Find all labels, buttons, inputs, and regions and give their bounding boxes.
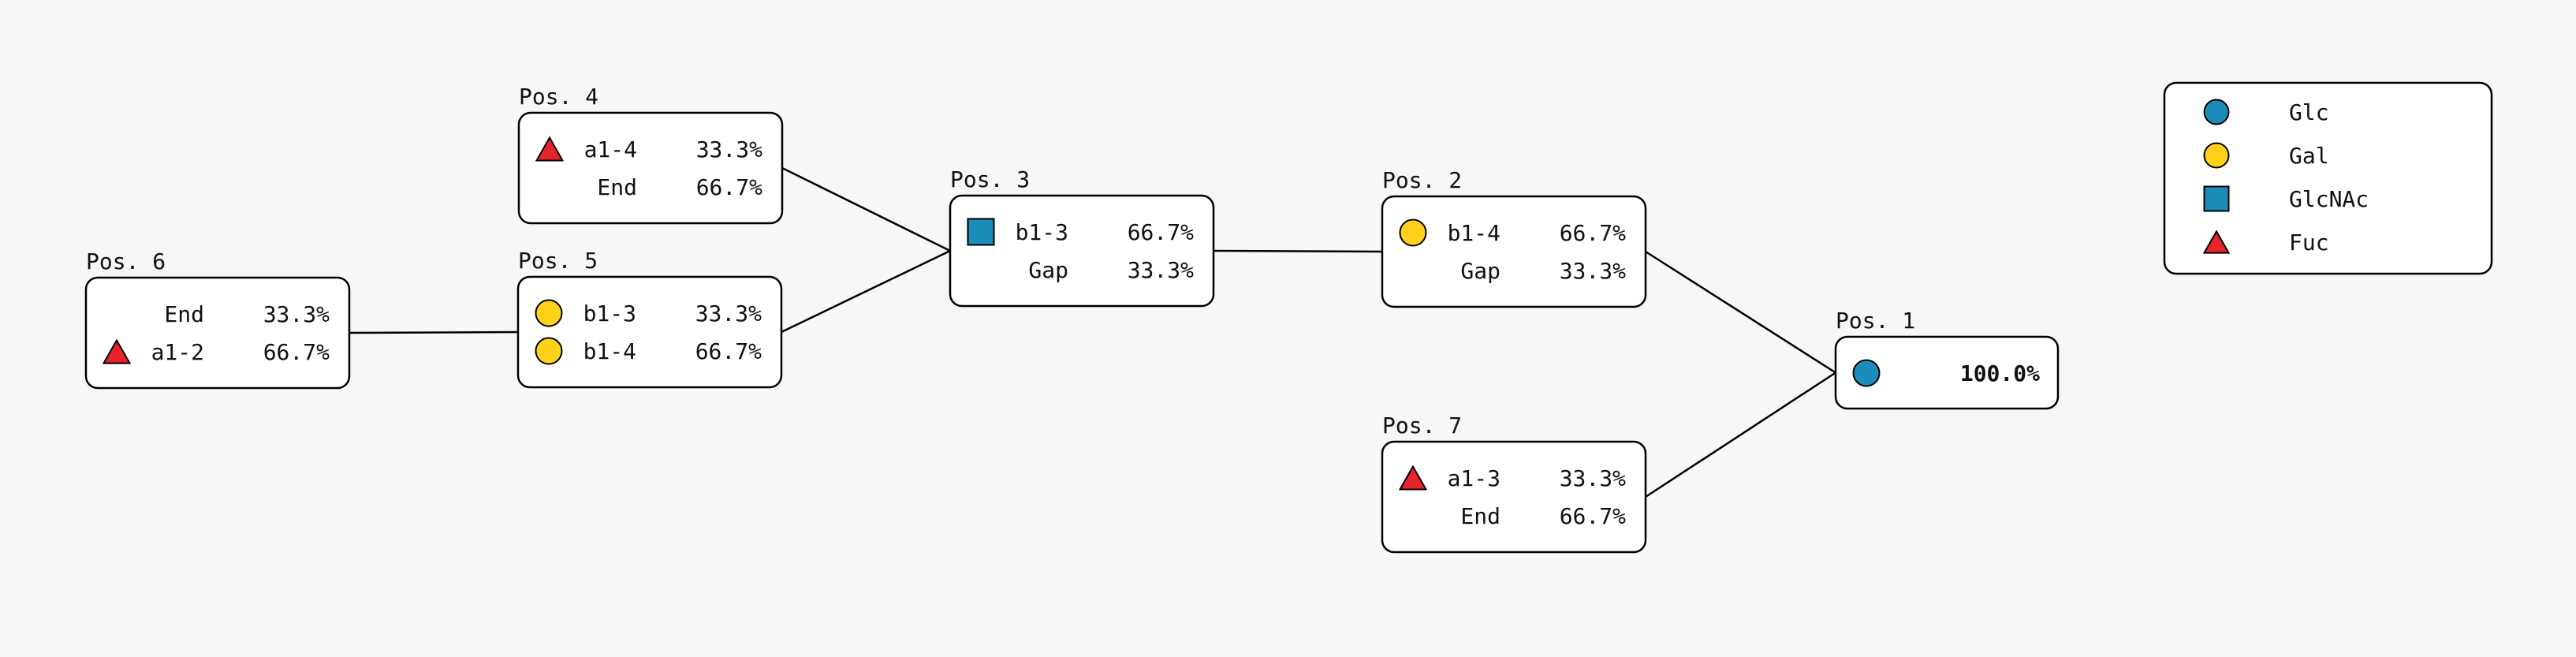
gal-circle-icon [1399,218,1427,247]
row-percentage: 66.7% [1560,503,1626,529]
node-title: Pos. 7 [1382,412,1462,439]
node-title: Pos. 4 [519,84,598,110]
glcnac-square-icon [967,218,995,246]
fuc-triangle-icon [2202,230,2231,254]
legend-box [2163,81,2493,275]
row-linkage: a1-3 [1448,465,1500,491]
row-percentage: 66.7% [1560,220,1626,246]
node-pos6: Pos. 6 End 33.3% a1-2 66.7% [84,248,351,390]
glc-circle-icon [2203,99,2230,125]
node-row: a1-3 33.3% [1398,465,1626,491]
node-title: Pos. 2 [1382,167,1462,193]
node-row: b1-4 66.7% [1399,218,1626,247]
row-percentage: 66.7% [263,339,330,365]
node-row: 100.0% [1852,359,2040,387]
glc-circle-icon [1852,359,1881,387]
row-linkage: b1-4 [583,338,636,364]
node-row: b1-3 33.3% [535,299,762,327]
node-box [1381,195,1647,308]
row-linkage: b1-4 [1448,220,1500,246]
node-box [1381,440,1647,554]
edge-layer [349,166,1836,498]
node-title: Pos. 6 [86,248,166,274]
gal-circle-icon [2203,142,2230,169]
node-row: b1-4 66.7% [535,337,762,365]
node-box [516,275,783,389]
row-linkage: b1-3 [1016,219,1068,245]
row-percentage: 66.7% [695,338,762,364]
node-pos2: Pos. 2 b1-4 66.7% Gap 33.3% [1381,167,1647,308]
row-linkage: Gap [1460,258,1500,284]
node-row: End 33.3% [164,301,330,327]
fuc-triangle-icon [102,338,132,364]
node-pos4: Pos. 4 a1-4 33.3% End 66.7% [517,84,784,225]
legend-item: Gal [2203,142,2329,169]
node-title: Pos. 3 [950,166,1030,192]
node-row: Gap 33.3% [1460,258,1626,284]
row-percentage: 33.3% [1128,257,1194,283]
node-row: a1-4 33.3% [535,136,762,162]
gal-circle-icon [535,337,563,365]
node-row: End 66.7% [1460,503,1626,529]
row-percentage: 100.0% [1960,360,2040,386]
node-title: Pos. 1 [1836,308,1915,334]
legend-label: GlcNAc [2289,186,2369,212]
edge-pos2-pos1 [1645,250,1836,374]
row-percentage: 33.3% [1560,258,1626,284]
node-box [949,194,1215,308]
edge-pos6-pos5 [349,330,519,334]
node-pos1: Pos. 1 100.0% [1834,308,2060,410]
legend-label: Glc [2289,99,2329,125]
row-percentage: 66.7% [1128,219,1194,245]
node-box [1834,335,2060,410]
node-pos7: Pos. 7 a1-3 33.3% End 66.7% [1381,412,1647,554]
legend-item: Glc [2203,99,2329,125]
row-linkage: End [597,174,637,200]
node-row: a1-2 66.7% [102,338,330,365]
row-linkage: a1-4 [584,136,637,162]
row-percentage: 66.7% [696,174,762,200]
row-linkage: End [164,301,204,327]
row-percentage: 33.3% [696,136,762,162]
node-row: b1-3 66.7% [967,218,1194,246]
node-pos5: Pos. 5 b1-3 33.3% b1-4 66.7% [516,248,783,389]
node-title: Pos. 5 [518,248,598,274]
row-percentage: 33.3% [695,301,762,327]
node-row: End 66.7% [597,174,762,200]
legend-item: Fuc [2202,230,2329,256]
glcnac-square-icon [2203,185,2230,212]
gal-circle-icon [535,299,563,327]
row-linkage: Gap [1028,257,1068,283]
row-linkage: End [1460,503,1500,529]
edge-pos3-pos2 [1213,249,1383,253]
node-box [517,111,784,225]
legend-item: GlcNAc [2203,185,2369,212]
row-percentage: 33.3% [263,301,330,327]
legend-label: Gal [2289,143,2329,169]
node-box [84,276,351,390]
node-pos3: Pos. 3 b1-3 66.7% Gap 33.3% [949,166,1215,308]
edge-pos5-pos3 [781,249,951,334]
legend-label: Fuc [2289,230,2329,256]
row-linkage: b1-3 [583,301,636,327]
edge-pos4-pos3 [781,166,951,252]
edge-pos7-pos1 [1645,371,1836,498]
fuc-triangle-icon [1398,465,1428,491]
row-percentage: 33.3% [1560,465,1626,491]
row-linkage: a1-2 [151,339,204,365]
fuc-triangle-icon [535,136,565,162]
node-row: Gap 33.3% [1028,257,1194,283]
